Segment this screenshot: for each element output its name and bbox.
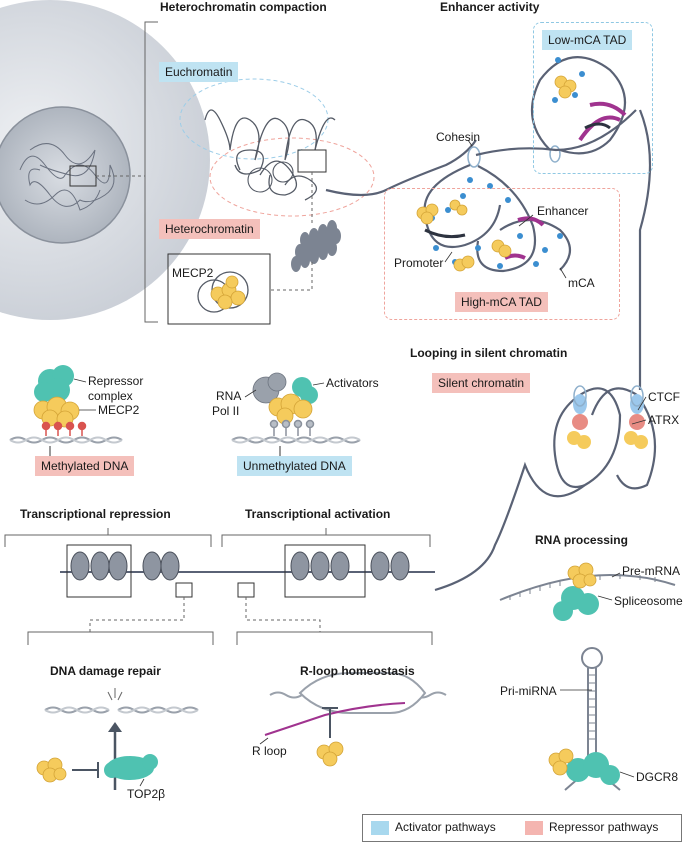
repression-zoom-box bbox=[66, 544, 132, 598]
ctcf-atrx-left bbox=[567, 394, 591, 449]
tag-euchromatin: Euchromatin bbox=[159, 62, 239, 82]
arrow-up-icon bbox=[108, 722, 122, 732]
label-cohesin: Cohesin bbox=[436, 130, 481, 144]
label-promoter: Promoter bbox=[394, 256, 444, 270]
heading-heterochromatin-compaction: Heterochromatin compaction bbox=[160, 0, 327, 14]
heterochromatin-zoom-box bbox=[297, 149, 327, 173]
heading-looping-silent-chromatin: Looping in silent chromatin bbox=[410, 346, 568, 360]
legend-activator-item: Activator pathways bbox=[371, 820, 496, 835]
rna-pol-ii-shape bbox=[252, 372, 287, 404]
legend-repressor-swatch bbox=[525, 820, 543, 835]
legend: Activator pathways Repressor pathways bbox=[362, 814, 682, 842]
label-spliceosome: Spliceosome bbox=[614, 594, 683, 608]
nucleosomes bbox=[70, 551, 410, 581]
repressor-complex-shape bbox=[34, 365, 74, 402]
compacted-nucleosome-array bbox=[291, 220, 341, 272]
dna-repair-mecp2-shape bbox=[36, 757, 67, 783]
spliceosome-shape bbox=[553, 586, 599, 621]
label-mecp2: MECP2 bbox=[98, 403, 140, 417]
legend-activator-swatch bbox=[371, 820, 389, 835]
activators-shape bbox=[292, 377, 318, 404]
ctcf-atrx-right bbox=[624, 394, 648, 449]
cohesin-ring bbox=[467, 146, 481, 168]
methylated-dna-strand bbox=[9, 436, 123, 444]
high-mca-tad-box bbox=[384, 188, 620, 320]
dgcr8-shape bbox=[566, 752, 620, 785]
tag-methylated-dna: Methylated DNA bbox=[35, 456, 135, 476]
tag-heterochromatin: Heterochromatin bbox=[159, 219, 260, 239]
label-pri-mirna: Pri-miRNA bbox=[500, 684, 557, 698]
mca-dots bbox=[429, 177, 563, 269]
heading-rna-processing: RNA processing bbox=[535, 533, 628, 547]
label-top2b: TOP2β bbox=[127, 787, 166, 801]
tag-high-mca-tad: High-mCA TAD bbox=[455, 292, 548, 312]
label-atrx: ATRX bbox=[648, 413, 680, 427]
heading-dna-damage-repair: DNA damage repair bbox=[50, 664, 161, 678]
heading-transcriptional-repression: Transcriptional repression bbox=[20, 507, 171, 521]
label-ctcf: CTCF bbox=[648, 390, 680, 404]
pre-mrna-strand bbox=[499, 573, 676, 601]
label-enhancer: Enhancer bbox=[537, 204, 589, 218]
label-repressor-complex-line2: complex bbox=[88, 389, 133, 403]
legend-repressor-label: Repressor pathways bbox=[549, 820, 659, 834]
r-loop-rna-strand bbox=[264, 702, 406, 736]
methyl-marks bbox=[41, 421, 87, 436]
heading-transcriptional-activation: Transcriptional activation bbox=[245, 507, 391, 521]
tag-unmethylated-dna: Unmethylated DNA bbox=[237, 456, 352, 476]
heading-r-loop-homeostasis: R-loop homeostasis bbox=[300, 664, 415, 678]
label-dgcr8: DGCR8 bbox=[636, 770, 679, 784]
heading-enhancer-activity: Enhancer activity bbox=[440, 0, 540, 14]
label-pre-mrna: Pre-mRNA bbox=[622, 564, 681, 578]
label-repressor-complex-line1: Repressor bbox=[88, 374, 144, 388]
mecp2-inset-protein bbox=[210, 275, 246, 310]
low-mca-tad-box bbox=[533, 22, 653, 174]
label-mecp2-inset: MECP2 bbox=[172, 266, 214, 280]
top2b-shape bbox=[104, 754, 158, 780]
label-mca: mCA bbox=[568, 276, 595, 290]
label-activators: Activators bbox=[326, 376, 379, 390]
pri-mirna-loop bbox=[581, 647, 603, 669]
heterochromatin-ellipse bbox=[209, 137, 375, 217]
tag-low-mca-tad: Low-mCA TAD bbox=[542, 30, 633, 50]
legend-repressor-item: Repressor pathways bbox=[525, 820, 658, 835]
tag-silent-chromatin: Silent chromatin bbox=[432, 373, 531, 393]
activation-zoom-box bbox=[284, 544, 366, 598]
label-rna: RNA bbox=[216, 389, 242, 403]
label-pol-ii: Pol II bbox=[212, 404, 240, 418]
legend-activator-label: Activator pathways bbox=[395, 820, 496, 834]
label-r-loop: R loop bbox=[252, 744, 287, 758]
mecp2-inset-box bbox=[167, 253, 271, 325]
